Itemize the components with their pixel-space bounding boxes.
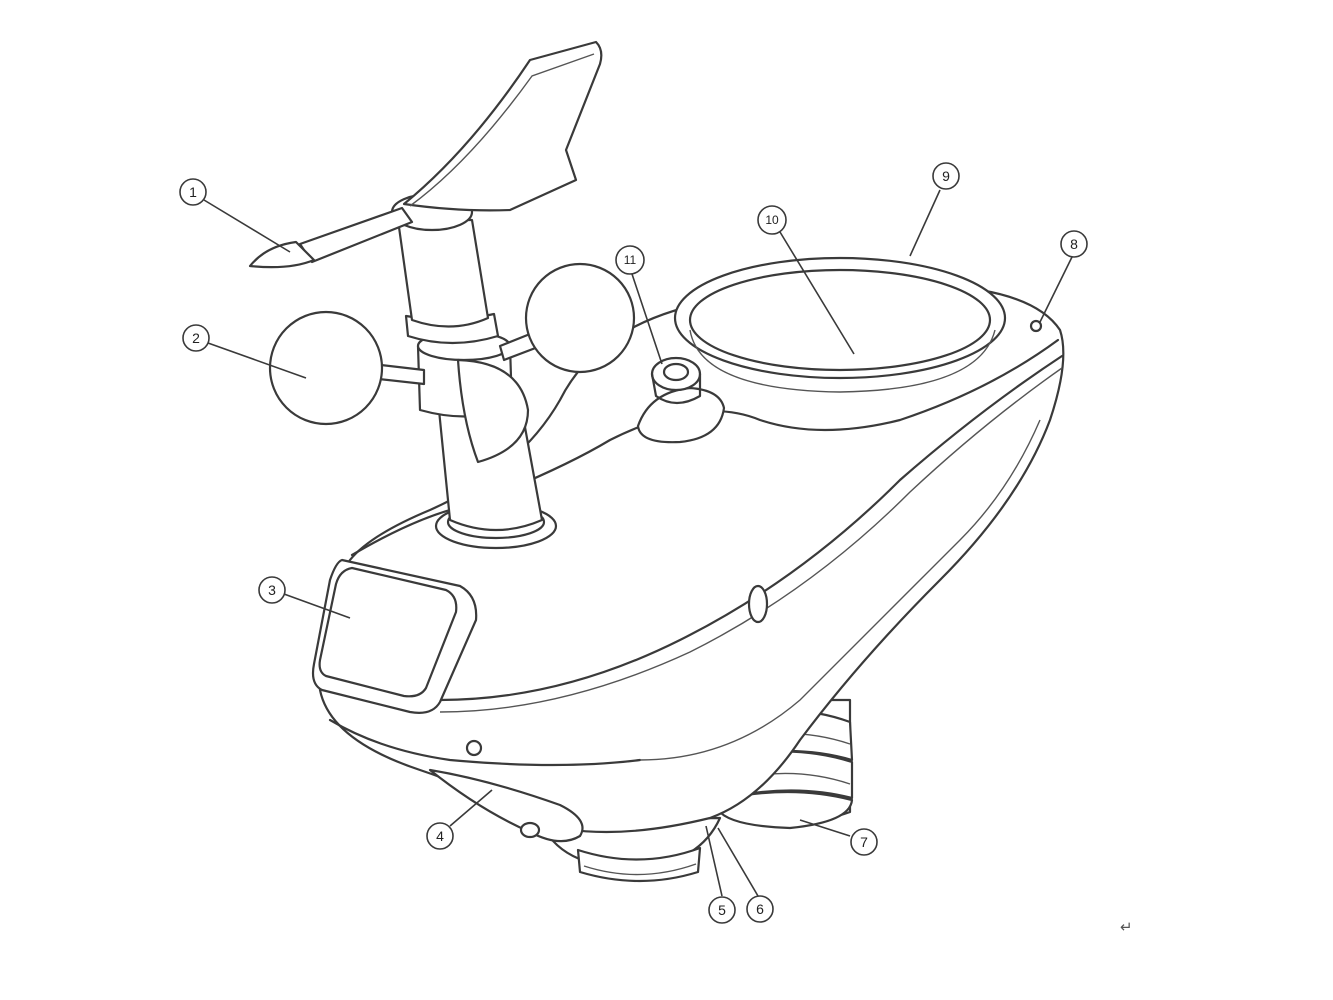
svg-text:8: 8 (1070, 236, 1078, 252)
wind-vane (248, 40, 603, 269)
svg-text:9: 9 (942, 168, 950, 184)
svg-text:1: 1 (189, 184, 197, 200)
callout-7: 7 (850, 828, 878, 856)
callout-9: 9 (932, 162, 960, 190)
callout-1: 1 (179, 178, 207, 206)
callout-4: 4 (426, 822, 454, 850)
callout-5: 5 (708, 896, 736, 924)
callout-8: 8 (1060, 230, 1088, 258)
svg-text:4: 4 (436, 828, 444, 844)
rain-collector (673, 256, 1043, 393)
callout-leaders (203, 189, 1073, 897)
svg-text:5: 5 (718, 902, 726, 918)
anemometer-cups (268, 262, 636, 464)
callout-10: 10 (757, 205, 787, 235)
front-panel (311, 558, 478, 714)
callout-6: 6 (746, 895, 774, 923)
svg-text:2: 2 (192, 330, 200, 346)
svg-text:7: 7 (860, 834, 868, 850)
svg-text:10: 10 (765, 213, 779, 227)
return-mark: ↵ (1120, 918, 1133, 936)
svg-text:11: 11 (624, 253, 637, 267)
bubble-level (636, 356, 726, 444)
svg-text:3: 3 (268, 582, 276, 598)
callout-2: 2 (182, 324, 210, 352)
callout-3: 3 (258, 576, 286, 604)
svg-text:6: 6 (756, 901, 764, 917)
callout-11: 11 (615, 245, 645, 275)
